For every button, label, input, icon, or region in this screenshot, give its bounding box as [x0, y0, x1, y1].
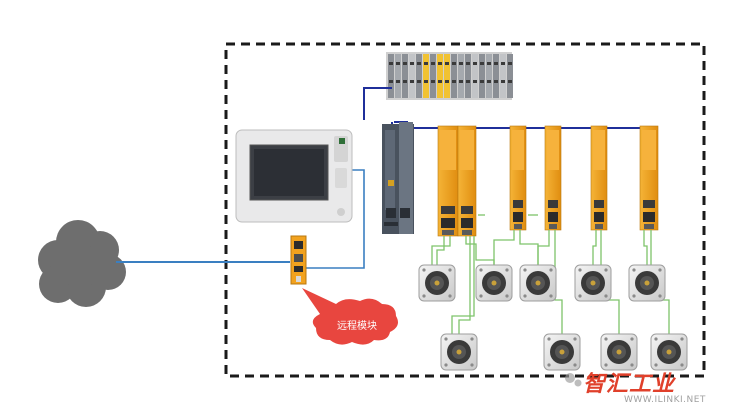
servo-motor-icon — [543, 333, 581, 371]
servo-drive-icon — [639, 125, 659, 231]
motor-cable — [436, 236, 445, 265]
motor-cable — [493, 230, 515, 265]
servo-motor-icon — [650, 333, 688, 371]
watermark-brand: 智汇工业 — [583, 372, 676, 397]
motor-cable — [431, 236, 451, 265]
remote-module-icon — [290, 235, 307, 285]
servo-drive-icon — [457, 125, 477, 237]
watermark-url: WWW.ILINKI.NET — [624, 395, 706, 405]
io-module-rack-icon — [386, 52, 513, 100]
hmi-panel-icon — [235, 129, 353, 223]
motor-cable — [592, 230, 597, 265]
servo-motor-icon — [628, 264, 666, 302]
servo-motor-icon — [475, 264, 513, 302]
servo-motor-icon — [600, 333, 638, 371]
servo-motor-icon — [574, 264, 612, 302]
motor-cable — [519, 230, 539, 265]
motor-cable — [537, 230, 550, 265]
plc-controller-icon — [382, 122, 414, 234]
servo-motor-icon — [440, 333, 478, 371]
servo-motor-icon — [418, 264, 456, 302]
ethernet-cable-hmi — [306, 169, 365, 269]
watermark-logo-icon — [565, 373, 582, 387]
motor-cable — [451, 236, 475, 334]
servo-drive-icon — [590, 125, 608, 231]
remote-module-label: 远程模块 — [337, 321, 377, 332]
servo-drive-icon — [509, 125, 527, 231]
motor-cable — [458, 236, 471, 334]
remote-module-callout — [302, 288, 398, 345]
motor-cable — [643, 230, 648, 265]
motor-cable — [554, 230, 563, 334]
servo-drive-icon — [544, 125, 562, 231]
servo-motor-icon — [519, 264, 557, 302]
cloud-network-icon — [38, 220, 126, 307]
servo-drive-icon — [437, 125, 459, 237]
